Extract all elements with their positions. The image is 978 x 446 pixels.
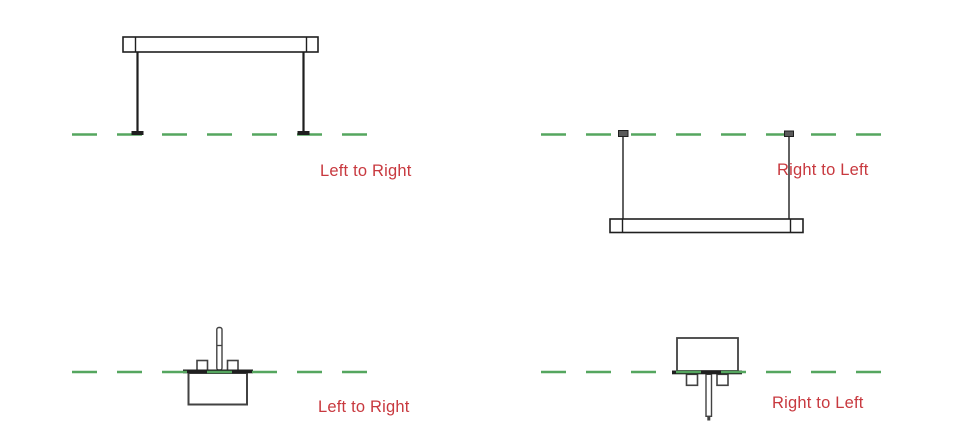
figure-bottom-right-surface-box <box>541 337 892 421</box>
mounting-tab <box>226 359 239 372</box>
fixture-box <box>187 372 248 406</box>
figure-top-right-suspended-beam <box>541 130 892 234</box>
figure-top-left-beam-on-posts <box>72 36 367 136</box>
label-top-right-direction: Right to Left <box>777 161 869 179</box>
beam <box>122 36 319 53</box>
hanger-connector <box>784 130 794 137</box>
mounting-tab <box>685 373 699 387</box>
hanger-connector <box>618 130 629 137</box>
mounting-tab <box>196 359 209 372</box>
beam <box>609 218 804 234</box>
mounting-flange <box>672 370 742 375</box>
stem <box>216 326 223 371</box>
label-top-left-direction: Left to Right <box>320 162 412 180</box>
stem-tip <box>707 416 711 421</box>
label-bottom-right-direction: Right to Left <box>772 394 864 412</box>
post-foot <box>297 131 310 135</box>
mounting-tab <box>716 373 729 387</box>
figure-bottom-left-recessed-box <box>72 326 367 406</box>
label-bottom-left-direction: Left to Right <box>318 398 410 416</box>
fixture-box <box>676 337 739 372</box>
post-foot <box>131 131 144 135</box>
stem <box>705 373 713 417</box>
